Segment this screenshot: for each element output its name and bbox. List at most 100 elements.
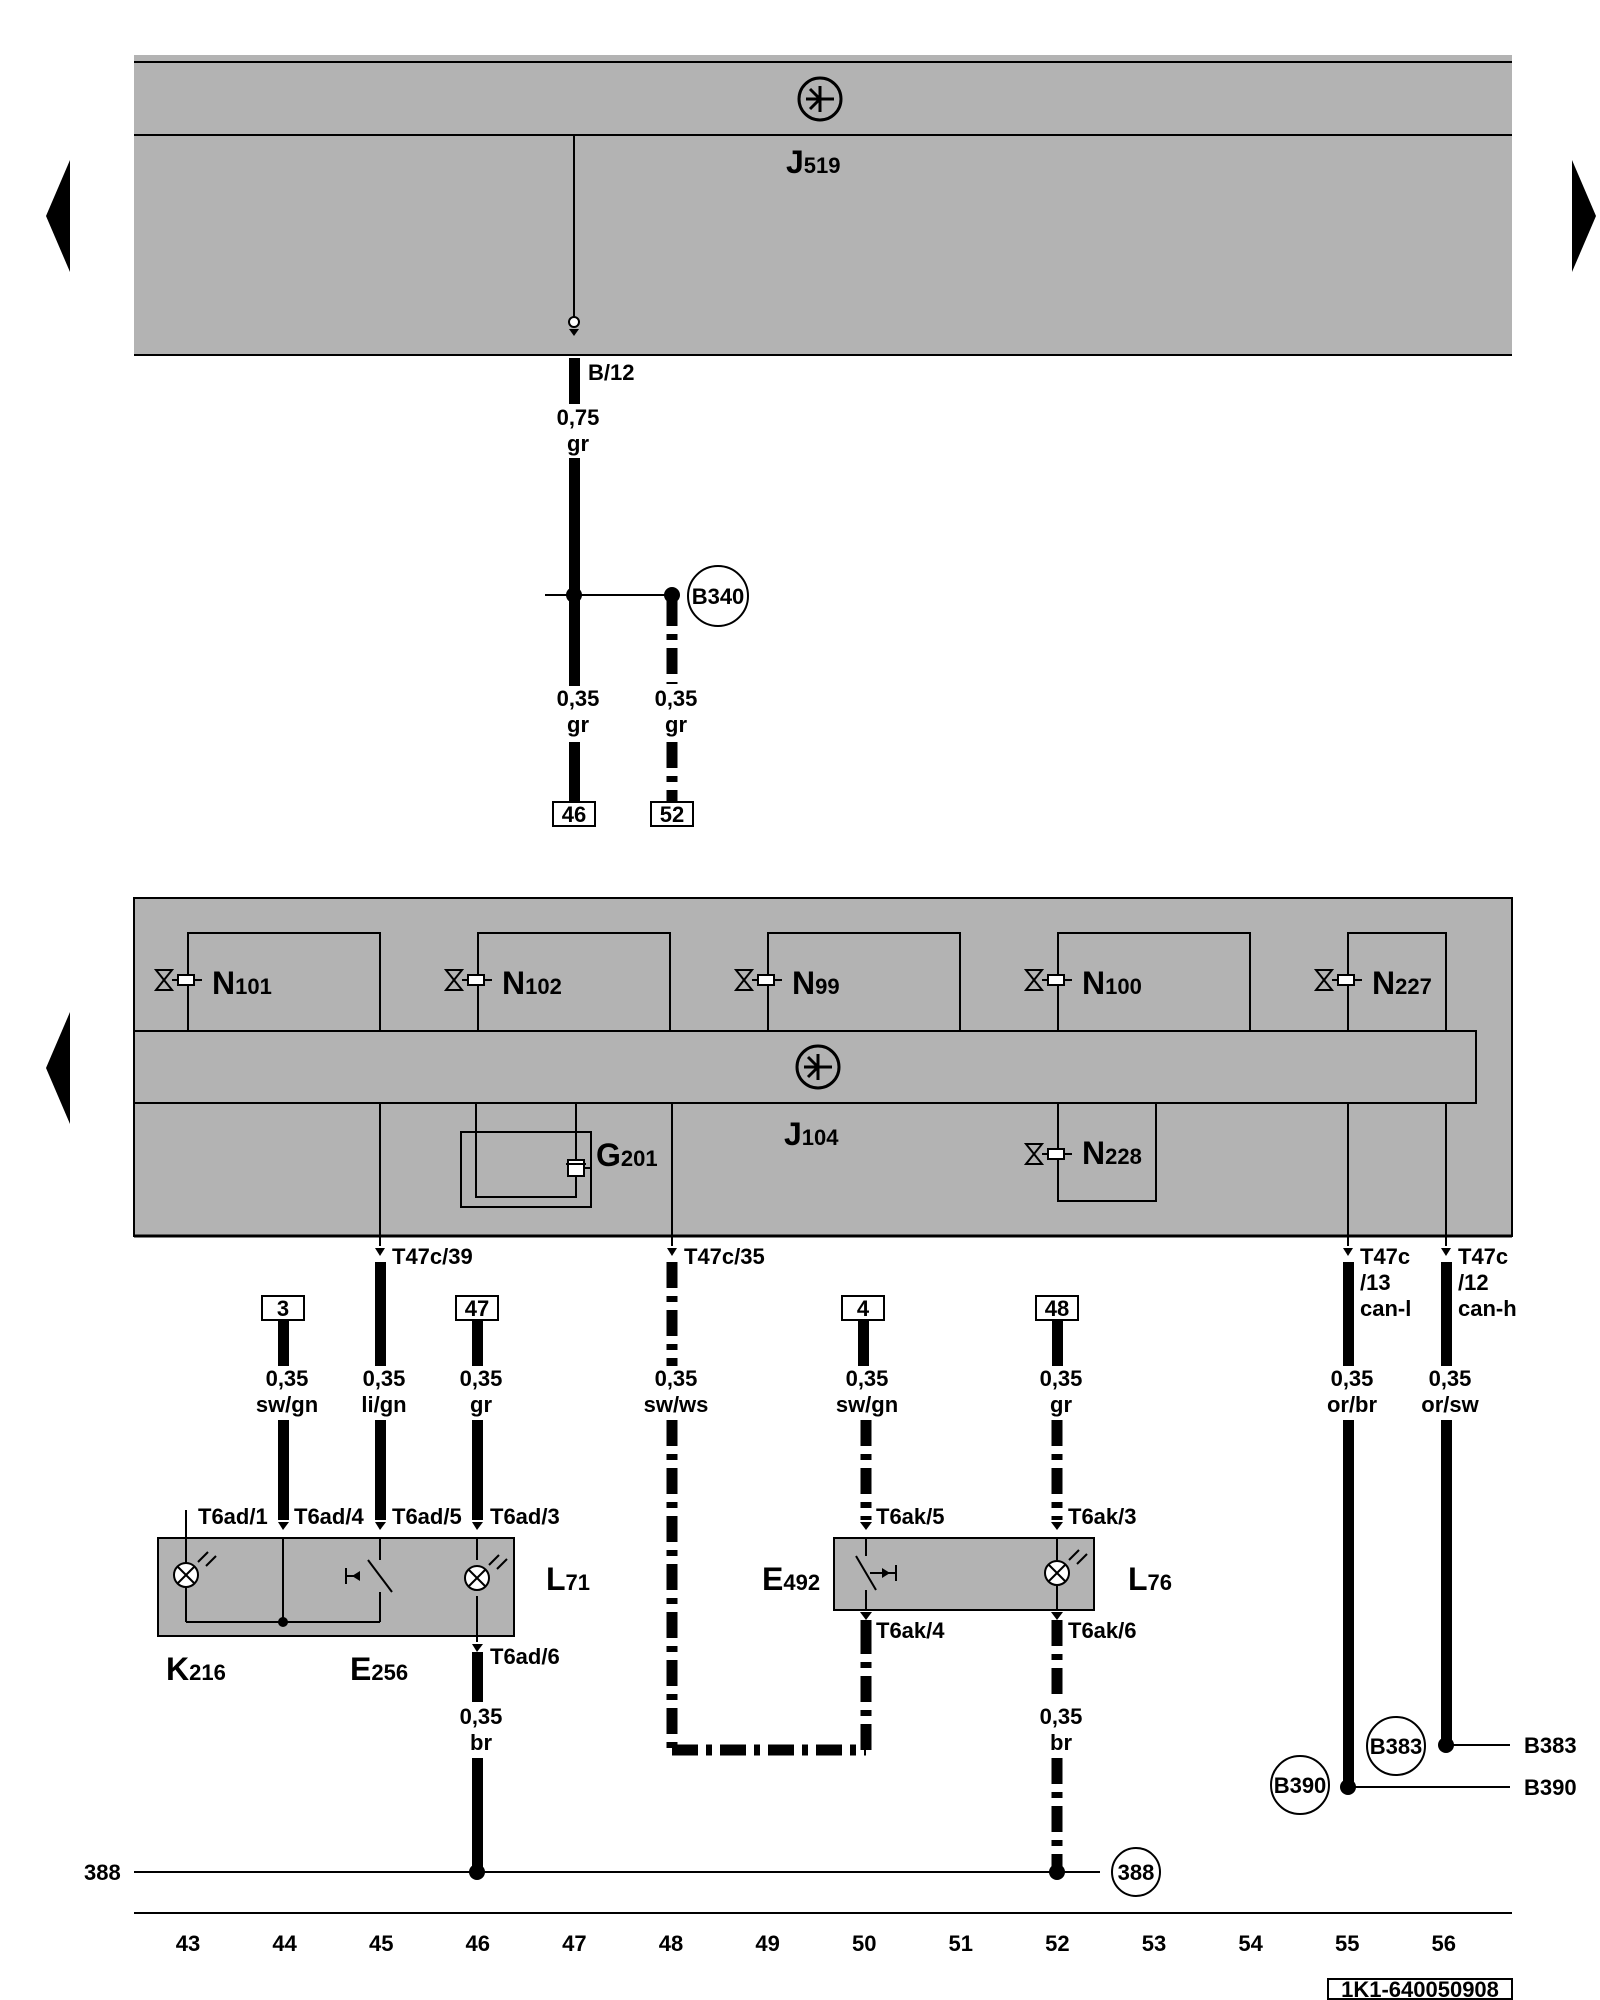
pin-t47c12-signal: can-h bbox=[1458, 1296, 1517, 1321]
pin-t6ad6-label: T6ad/6 bbox=[490, 1644, 560, 1669]
pin-b12-label: B/12 bbox=[588, 360, 634, 385]
wire-w13-color: br bbox=[1050, 1730, 1072, 1755]
lamp-icon bbox=[464, 1554, 508, 1591]
svg-text:47: 47 bbox=[465, 1296, 489, 1321]
pin-t47c13-label: T47c bbox=[1360, 1244, 1410, 1269]
l76-label: L76 bbox=[1128, 1561, 1172, 1597]
pin-t47c13-signal: can-l bbox=[1360, 1296, 1411, 1321]
svg-text:4: 4 bbox=[857, 1296, 870, 1321]
drawing-number: 1K1-640050908 bbox=[1327, 1977, 1513, 2000]
pin-t6ad5-label: T6ad/5 bbox=[392, 1504, 462, 1529]
svg-text:46: 46 bbox=[562, 802, 586, 827]
wire-w1-size: 0,75 bbox=[557, 405, 600, 430]
pin-t47c13-sub: /13 bbox=[1360, 1270, 1391, 1295]
b383-side-label: B383 bbox=[1524, 1733, 1577, 1758]
wire-w7-size: 0,35 bbox=[655, 1366, 698, 1391]
svg-text:B390: B390 bbox=[1274, 1773, 1327, 1798]
n101-label: N101 bbox=[212, 965, 272, 1001]
column-number: 55 bbox=[1335, 1931, 1359, 1956]
wire-w6-color: gr bbox=[470, 1392, 492, 1417]
svg-text:1K1-640050908: 1K1-640050908 bbox=[1341, 1977, 1499, 2000]
column-number: 44 bbox=[272, 1931, 297, 1956]
wire-w10-size: 0,35 bbox=[1331, 1366, 1374, 1391]
wire-w5-size: 0,35 bbox=[363, 1366, 406, 1391]
pin-t6ak6-label: T6ak/6 bbox=[1068, 1618, 1137, 1643]
wire-w6-size: 0,35 bbox=[460, 1366, 503, 1391]
wire-w9-color: gr bbox=[1050, 1392, 1072, 1417]
wire-w7-color: sw/ws bbox=[644, 1392, 709, 1417]
n99-label: N99 bbox=[792, 965, 840, 1001]
wire-w4-size: 0,35 bbox=[266, 1366, 309, 1391]
pin-t6ad1-label: T6ad/1 bbox=[198, 1504, 268, 1529]
wire-w3-size: 0,35 bbox=[655, 686, 698, 711]
solenoid-valve-icon bbox=[1023, 1143, 1072, 1165]
svg-text:388: 388 bbox=[1118, 1860, 1155, 1885]
wire-w1-color: gr bbox=[567, 431, 589, 456]
column-number: 54 bbox=[1238, 1931, 1263, 1956]
connector-b390: B390 bbox=[1270, 1755, 1330, 1815]
ref-46[interactable]: 46 bbox=[552, 801, 596, 827]
wire-w11-size: 0,35 bbox=[1429, 1366, 1472, 1391]
ref-47[interactable]: 47 bbox=[455, 1295, 499, 1321]
pin-t6ad4-label: T6ad/4 bbox=[294, 1504, 364, 1529]
pin-t6ad3-label: T6ad/3 bbox=[490, 1504, 560, 1529]
column-number: 47 bbox=[562, 1931, 586, 1956]
ref-48[interactable]: 48 bbox=[1035, 1295, 1079, 1321]
ref-4[interactable]: 4 bbox=[841, 1295, 885, 1321]
column-number: 43 bbox=[176, 1931, 200, 1956]
n102-label: N102 bbox=[502, 965, 562, 1001]
column-number: 56 bbox=[1432, 1931, 1456, 1956]
wire-w8-size: 0,35 bbox=[846, 1366, 889, 1391]
l71-label: L71 bbox=[546, 1561, 590, 1597]
electronic-module-icon bbox=[797, 76, 843, 122]
pin-t47c12-sub: /12 bbox=[1458, 1270, 1489, 1295]
n100-label: N100 bbox=[1082, 965, 1142, 1001]
pin-t47c12-label: T47c bbox=[1458, 1244, 1508, 1269]
solenoid-valve-icon bbox=[153, 969, 202, 991]
b390-side-label: B390 bbox=[1524, 1775, 1577, 1800]
lamp-icon bbox=[173, 1551, 217, 1588]
solenoid-valve-icon bbox=[1313, 969, 1362, 991]
solenoid-valve-icon bbox=[733, 969, 782, 991]
wire-w5-color: li/gn bbox=[361, 1392, 406, 1417]
svg-text:B340: B340 bbox=[692, 584, 745, 609]
ground-connector-388: 388 bbox=[1111, 1847, 1161, 1897]
svg-text:48: 48 bbox=[1045, 1296, 1069, 1321]
column-number: 45 bbox=[369, 1931, 393, 1956]
j519-label: J519 bbox=[786, 144, 841, 180]
e256-label: E256 bbox=[350, 1651, 408, 1687]
column-number: 48 bbox=[659, 1931, 683, 1956]
previous-page-arrow-top[interactable] bbox=[46, 160, 70, 272]
ref-3[interactable]: 3 bbox=[261, 1295, 305, 1321]
wire-w13-size: 0,35 bbox=[1040, 1704, 1083, 1729]
j104-label: J104 bbox=[784, 1116, 839, 1152]
switch-module-l71 bbox=[157, 1537, 515, 1642]
wire-w3-color: gr bbox=[665, 712, 687, 737]
solenoid-valve-icon bbox=[443, 969, 492, 991]
svg-text:3: 3 bbox=[277, 1296, 289, 1321]
next-page-arrow[interactable] bbox=[1572, 160, 1596, 272]
j104-control-unit: J104 bbox=[133, 897, 1513, 1246]
solenoid-valve-icon bbox=[1023, 969, 1072, 991]
column-number: 51 bbox=[949, 1931, 973, 1956]
wire-w11-color: or/sw bbox=[1421, 1392, 1479, 1417]
previous-page-arrow-bottom[interactable] bbox=[46, 1012, 70, 1124]
pin-t6ak3-label: T6ak/3 bbox=[1068, 1504, 1137, 1529]
n227-label: N227 bbox=[1372, 965, 1432, 1001]
pin-t47c35-label: T47c/35 bbox=[684, 1244, 765, 1269]
column-number: 53 bbox=[1142, 1931, 1166, 1956]
k216-label: K216 bbox=[166, 1651, 226, 1687]
e492-label: E492 bbox=[762, 1561, 820, 1597]
j519-control-unit: J519 bbox=[134, 55, 1512, 356]
ground-line-388-label: 388 bbox=[84, 1860, 121, 1885]
wire-w12-size: 0,35 bbox=[460, 1704, 503, 1729]
electronic-module-icon bbox=[795, 1044, 841, 1090]
lamp-icon bbox=[1044, 1549, 1088, 1586]
svg-text:B383: B383 bbox=[1370, 1734, 1423, 1759]
push-switch-icon bbox=[855, 1555, 897, 1591]
column-number: 46 bbox=[466, 1931, 490, 1956]
column-number: 52 bbox=[1045, 1931, 1069, 1956]
wire-w9-size: 0,35 bbox=[1040, 1366, 1083, 1391]
ref-52[interactable]: 52 bbox=[650, 801, 694, 827]
